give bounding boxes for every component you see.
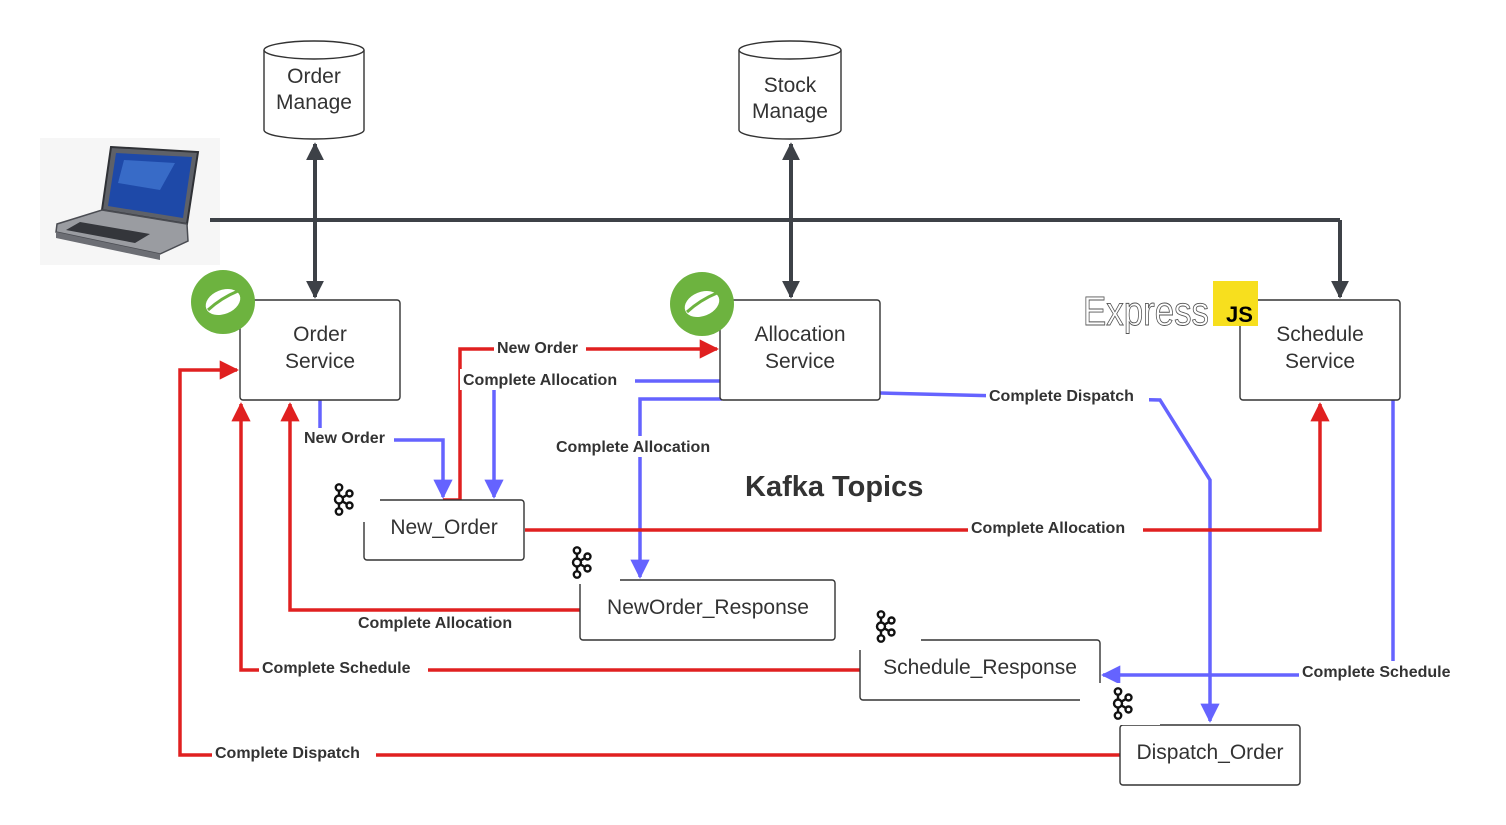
schedule-response-topic: Schedule_Response bbox=[859, 639, 1101, 701]
order-db-label-1: Order bbox=[287, 65, 341, 88]
kafka-icon bbox=[303, 477, 380, 522]
neworder-response-topic-label: NewOrder_Response bbox=[607, 596, 809, 619]
dispatch-order-topic-label: Dispatch_Order bbox=[1136, 741, 1283, 764]
dispatch-order-topic: Dispatch_Order bbox=[1119, 724, 1301, 786]
kafka-icon bbox=[538, 542, 620, 584]
red-flow-lines bbox=[178, 339, 1330, 757]
spring-leaf-icon bbox=[191, 270, 255, 334]
edge-label-order-new-order: New Order bbox=[304, 430, 385, 447]
new-order-topic: New_Order bbox=[363, 499, 525, 561]
laptop-icon bbox=[40, 138, 220, 265]
order-db-label-2: Manage bbox=[276, 91, 352, 114]
edge-label-response-order: Complete Allocation bbox=[358, 615, 512, 632]
kafka-icon bbox=[843, 605, 921, 650]
allocation-service-label-2: Service bbox=[765, 350, 835, 373]
schedule-service-label-2: Service bbox=[1285, 350, 1355, 373]
expressjs-logo: Express JS bbox=[1083, 281, 1258, 334]
order-service-label-1: Order bbox=[293, 323, 347, 346]
schedule-service-box: Schedule Service bbox=[1239, 299, 1401, 401]
order-manage-db: Order Manage bbox=[263, 40, 365, 140]
allocation-service-box: Allocation Service bbox=[719, 299, 881, 401]
new-order-topic-label: New_Order bbox=[390, 516, 497, 539]
kafka-topics-title: Kafka Topics bbox=[745, 471, 923, 503]
js-badge: JS bbox=[1226, 302, 1253, 327]
edge-label-allocation-response: Complete Allocation bbox=[556, 439, 710, 456]
edge-label-new-order-schedule: Complete Allocation bbox=[971, 520, 1125, 537]
neworder-response-topic: NewOrder_Response bbox=[579, 579, 836, 641]
stock-db-label-1: Stock bbox=[764, 74, 817, 97]
edge-label-allocation-dispatch: Complete Dispatch bbox=[989, 388, 1134, 405]
edge-label-schedule-response-order: Complete Schedule bbox=[262, 660, 411, 677]
express-wordmark: Express bbox=[1083, 288, 1209, 334]
stock-manage-db: Stock Manage bbox=[738, 40, 842, 140]
schedule-service-label-1: Schedule bbox=[1276, 323, 1364, 346]
stock-db-label-2: Manage bbox=[752, 100, 828, 123]
order-service-label-2: Service bbox=[285, 350, 355, 373]
edge-label-dispatch-order: Complete Dispatch bbox=[215, 745, 360, 762]
edge-label-new-order-allocation: New Order bbox=[497, 340, 578, 357]
schedule-response-topic-label: Schedule_Response bbox=[883, 656, 1077, 679]
spring-leaf-icon bbox=[670, 272, 734, 336]
kafka-icon bbox=[1080, 683, 1160, 725]
client-request-lines bbox=[210, 218, 1349, 299]
order-service-box: Order Service bbox=[239, 299, 401, 401]
edge-label-schedule-service-response: Complete Schedule bbox=[1302, 664, 1451, 681]
allocation-service-label-1: Allocation bbox=[754, 323, 845, 346]
edge-label-allocation-new-order: Complete Allocation bbox=[463, 372, 617, 389]
